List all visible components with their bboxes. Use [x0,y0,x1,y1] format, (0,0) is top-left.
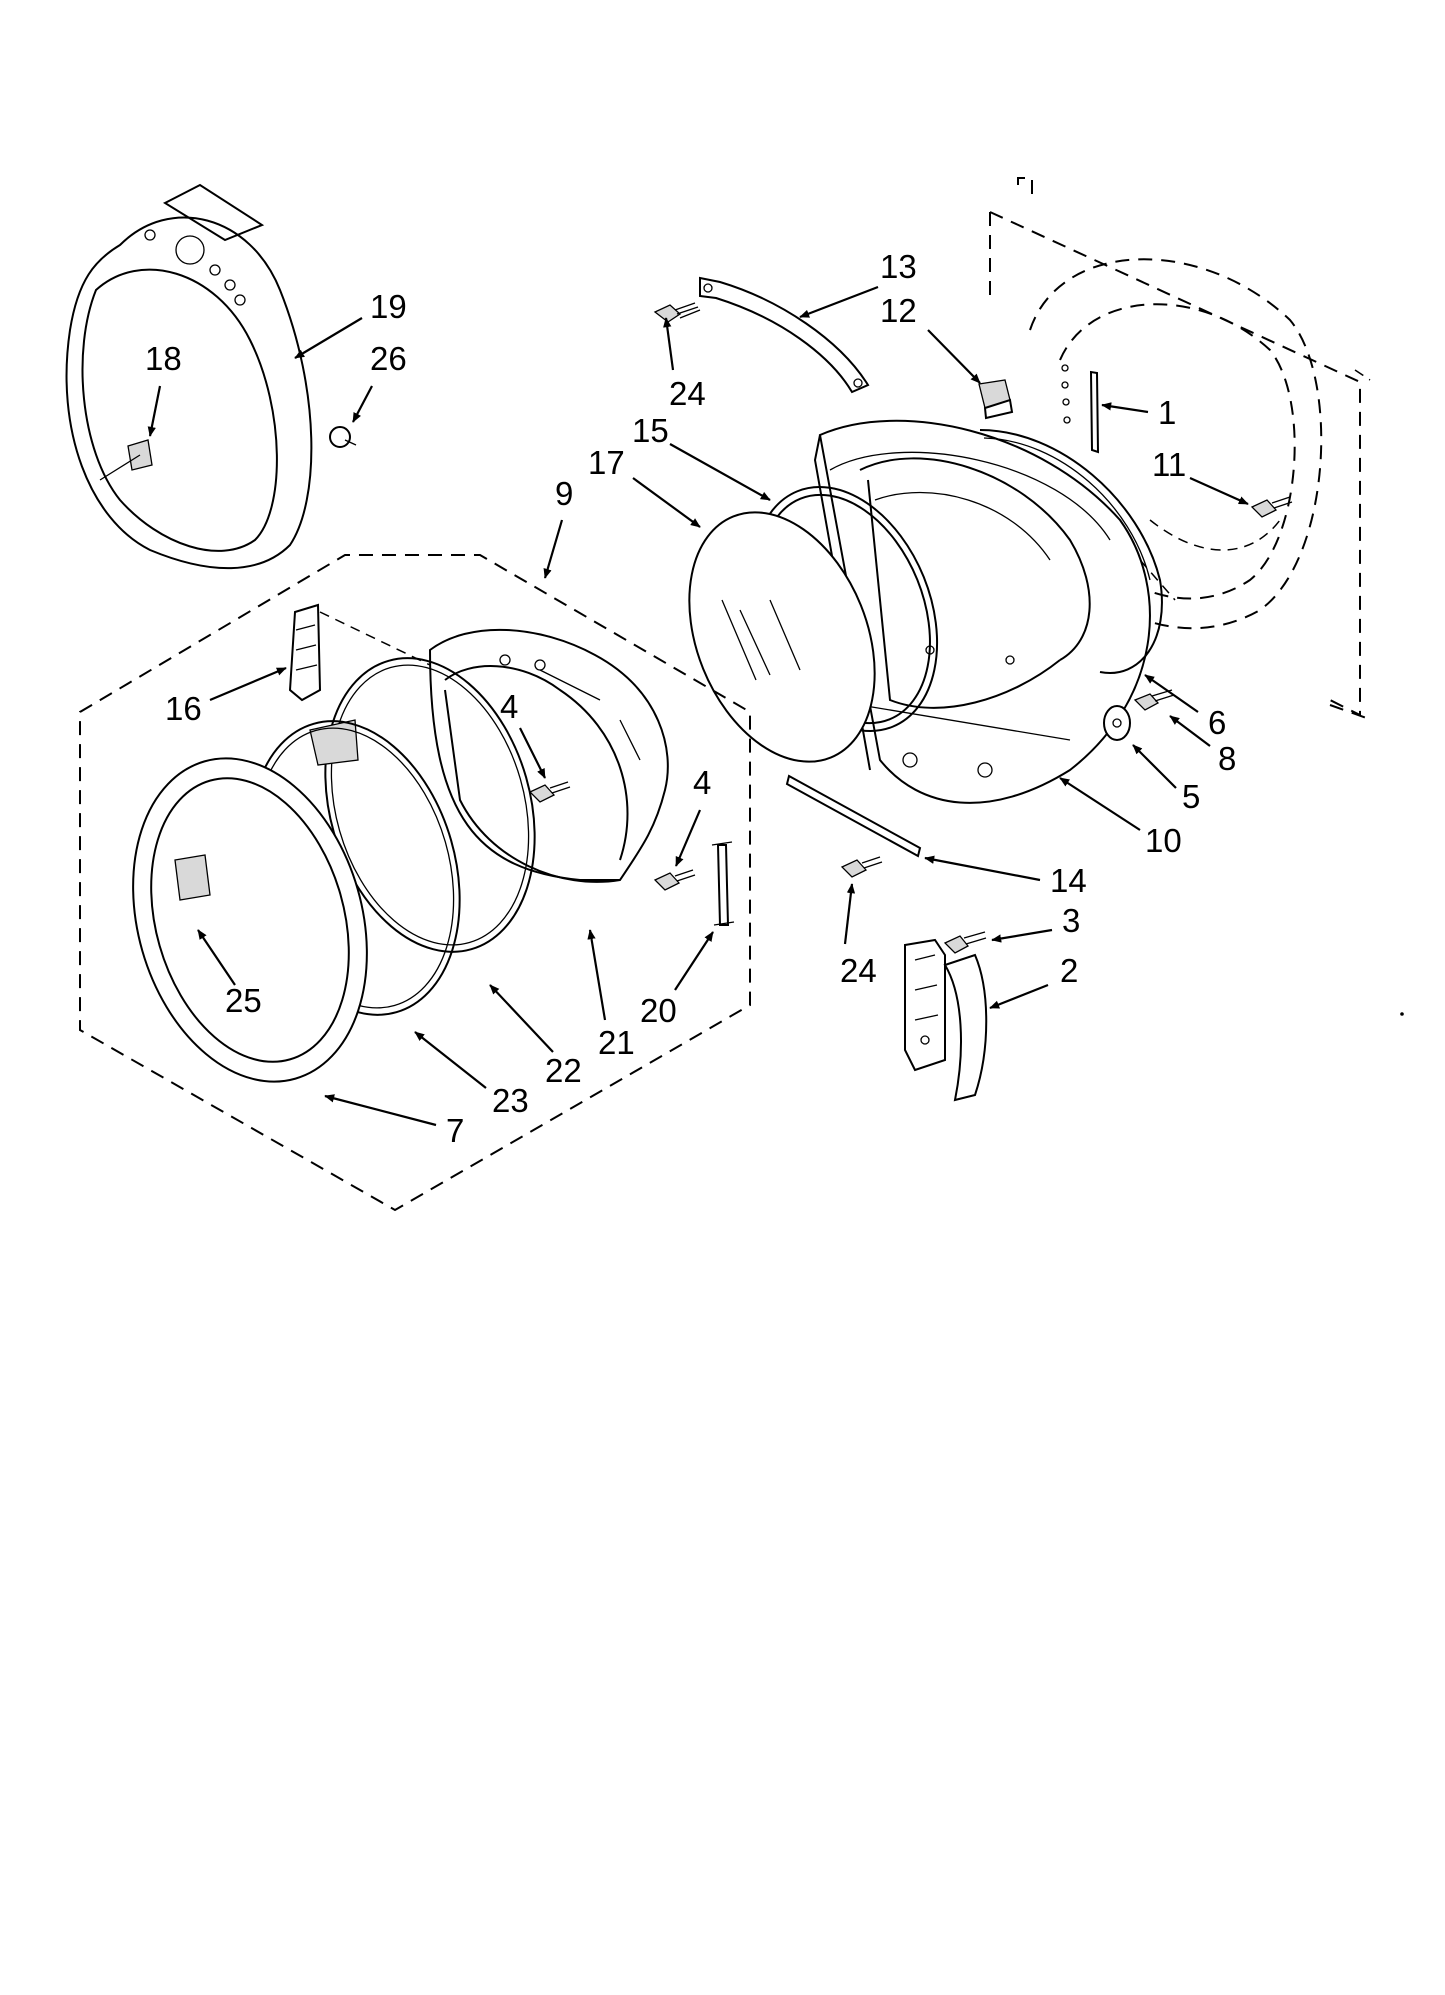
callout-23: 23 [414,1031,529,1119]
callout-2: 2 [989,952,1078,1010]
callout-17: 17 [588,444,701,528]
callout-14: 14 [924,855,1087,899]
svg-text:25: 25 [225,982,262,1019]
callout-19: 19 [294,288,407,359]
callout-4-right: 4 [674,764,711,867]
svg-text:24: 24 [669,375,706,412]
callout-21: 21 [587,929,635,1061]
callout-9: 9 [543,475,573,579]
svg-text:15: 15 [632,412,669,449]
svg-text:1: 1 [1158,394,1176,431]
svg-text:14: 14 [1050,862,1087,899]
svg-text:9: 9 [555,475,573,512]
screw-3 [943,931,987,954]
screw-8 [1133,689,1175,711]
part-7-outer-door [132,757,368,1083]
callout-10: 10 [1059,777,1182,859]
callout-26: 26 [352,340,407,423]
screw-11 [1250,496,1293,518]
svg-text:13: 13 [880,248,917,285]
svg-text:19: 19 [370,288,407,325]
callout-labels: 13 12 24 1 19 18 26 15 [145,248,1249,1149]
part-1-bracket [1061,364,1100,454]
part-10-front-bulkhead [813,419,1151,804]
svg-text:7: 7 [446,1112,464,1149]
svg-text:6: 6 [1208,704,1226,741]
callout-24-bottom: 24 [840,883,877,989]
callout-6: 6 [1144,674,1226,741]
svg-text:3: 3 [1062,902,1080,939]
callout-24-top: 24 [663,317,706,412]
part-12-clip [978,379,1014,420]
svg-text:24: 24 [840,952,877,989]
part-16-bracket [288,603,322,702]
svg-text:20: 20 [640,992,677,1029]
svg-text:12: 12 [880,292,917,329]
svg-text:17: 17 [588,444,625,481]
screw-4-right [653,869,696,891]
svg-text:8: 8 [1218,740,1236,777]
screw-4-center [528,781,571,803]
assembly-connector-line [319,611,431,666]
callout-16: 16 [165,666,287,727]
part-5-bearing [1103,705,1131,741]
callout-22: 22 [489,984,582,1089]
screw-24-bottom [840,856,883,878]
part-6-seal [979,429,1163,675]
screw-24-top [653,302,701,323]
part-13-strap [699,276,870,394]
svg-text:21: 21 [598,1024,635,1061]
svg-text:4: 4 [693,764,711,801]
svg-text:23: 23 [492,1082,529,1119]
small-dot [1400,1012,1404,1016]
part-19-rear-ring [65,183,313,570]
part-2-hinge [904,938,988,1102]
part-26-stud [329,426,357,448]
callout-15: 15 [632,412,771,501]
part-17-glass [688,511,876,763]
callout-12: 12 [880,292,981,384]
svg-text:26: 26 [370,340,407,377]
callout-5: 5 [1132,744,1200,815]
parts-drawing [65,177,1404,1212]
assembly-9-boundary [79,554,751,1212]
callout-1: 1 [1101,394,1176,431]
callout-18: 18 [145,340,182,437]
callout-7: 7 [324,1094,464,1149]
part-20-bracket [711,841,735,926]
svg-text:18: 18 [145,340,182,377]
part-18-clip [99,439,153,481]
part-21-inner-door [428,628,669,883]
svg-text:5: 5 [1182,778,1200,815]
callout-20: 20 [640,931,714,1029]
svg-text:4: 4 [500,688,518,725]
callout-4-center: 4 [500,688,546,779]
callout-8: 8 [1169,715,1236,777]
svg-text:16: 16 [165,690,202,727]
callout-11: 11 [1152,446,1249,506]
callout-3: 3 [991,902,1080,943]
callout-13: 13 [799,248,917,319]
svg-text:10: 10 [1145,822,1182,859]
svg-text:11: 11 [1152,446,1186,483]
callout-25: 25 [197,929,262,1019]
svg-text:22: 22 [545,1052,582,1089]
part-14-strip [785,774,922,858]
svg-text:2: 2 [1060,952,1078,989]
